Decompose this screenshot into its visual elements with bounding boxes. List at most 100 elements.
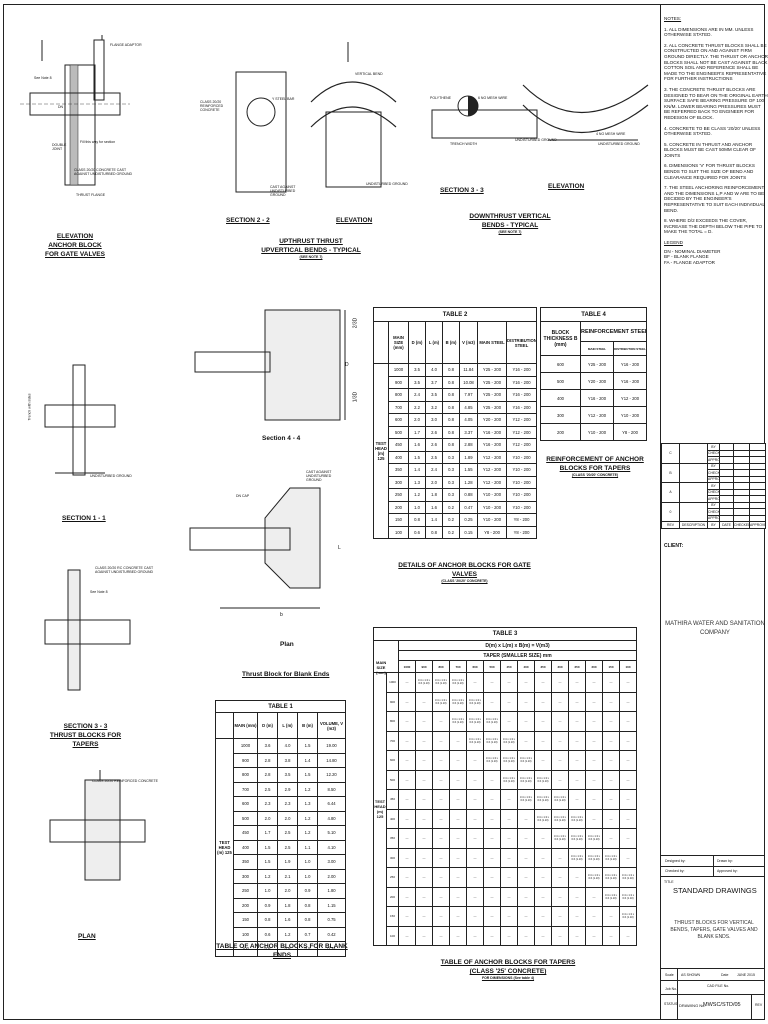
title-block: Designed by: Drawn by: Checked by: Appro… bbox=[661, 855, 765, 1019]
table-row: 900——3.4 x 1.3 x 0.6 (1.10)3.4 x 1.3 x 0… bbox=[374, 691, 638, 712]
table-cell: — bbox=[551, 711, 569, 732]
table-cell: Y10 - 200 bbox=[505, 500, 538, 514]
table-cell: — bbox=[483, 789, 501, 810]
notes-panel: NOTES: 1. ALL DIMENSIONS ARE IN MM. UNLE… bbox=[664, 16, 768, 265]
tapers-plan-title: PLAN bbox=[78, 933, 96, 940]
table-cell: — bbox=[602, 672, 620, 693]
table-cell: — bbox=[449, 847, 467, 868]
table-cell: — bbox=[449, 925, 467, 946]
table-cell: — bbox=[483, 691, 501, 712]
drawing-no: MWSC/STD/05 bbox=[703, 1002, 741, 1008]
revision-description bbox=[679, 443, 708, 464]
table-row: 600—————3.4 x 1.3 x 0.6 (1.10)3.4 x 1.3 … bbox=[374, 750, 638, 771]
t2-h: DISTRIBUTION STEEL bbox=[505, 321, 538, 364]
table-cell: — bbox=[483, 847, 501, 868]
table-cell: 250 bbox=[233, 883, 258, 899]
table-cell: — bbox=[602, 711, 620, 732]
table-cell: — bbox=[466, 789, 484, 810]
upthrust-caption: UPTHRUST THRUST UPVERTICAL BENDS - TYPIC… bbox=[256, 237, 366, 259]
t3-taper-size: 150 bbox=[602, 660, 620, 673]
table-cell: — bbox=[432, 750, 450, 771]
table-cell: 3.4 x 1.3 x 0.6 (1.10) bbox=[534, 769, 552, 790]
table-cell: 2.8 bbox=[257, 767, 278, 783]
table-cell: — bbox=[517, 711, 535, 732]
table-cell: 700 bbox=[388, 400, 409, 414]
revision-letter: C bbox=[661, 443, 680, 464]
legend-heading: LEGEND bbox=[664, 240, 683, 245]
table-cell: 100 bbox=[388, 525, 409, 539]
table-cell: 1.55 bbox=[459, 463, 478, 477]
table-cell: — bbox=[432, 789, 450, 810]
table-cell: 2.0 bbox=[257, 810, 278, 826]
table-cell: 400 bbox=[233, 839, 258, 855]
table-cell: 3.00 bbox=[316, 854, 347, 870]
table-cell: 1.4 bbox=[297, 752, 318, 768]
table-cell: — bbox=[568, 867, 586, 888]
table-cell: — bbox=[500, 789, 518, 810]
table-cell: 3.4 x 1.3 x 0.6 (1.10) bbox=[568, 847, 586, 868]
revision-row: CHECKED bbox=[662, 508, 766, 516]
table-cell: — bbox=[466, 808, 484, 829]
table-cell: Y16 - 200 bbox=[580, 389, 614, 407]
t3-main-size: 150 bbox=[386, 906, 399, 927]
table-cell: 600 bbox=[388, 413, 409, 427]
caption-sub: (CLASS '20/20' CONCRETE) bbox=[441, 579, 488, 583]
table-cell: — bbox=[618, 789, 638, 810]
table-cell: — bbox=[585, 886, 603, 907]
table-cell: — bbox=[466, 750, 484, 771]
table-cell: — bbox=[432, 906, 450, 927]
table-cell: 3.4 x 1.3 x 0.6 (1.10) bbox=[500, 769, 518, 790]
table-cell: — bbox=[585, 730, 603, 751]
dim-2-3d: 2/3D bbox=[352, 317, 359, 329]
label-vertical-bend: VERTICAL BEND bbox=[355, 72, 383, 76]
table-cell: — bbox=[449, 808, 467, 829]
drawing-title: STANDARD DRAWINGS bbox=[673, 886, 757, 895]
t3-subtitle: D(m) x L(m) x B(m) = V(m3) bbox=[397, 640, 638, 651]
table-cell: 0.3 bbox=[442, 488, 460, 502]
table-cell: — bbox=[483, 867, 501, 888]
table-cell: 250 bbox=[388, 488, 409, 502]
table-cell: — bbox=[602, 906, 620, 927]
table-cell: — bbox=[432, 925, 450, 946]
table-cell: 1.0 bbox=[297, 854, 318, 870]
table-cell: — bbox=[551, 769, 569, 790]
table-cell: 500 bbox=[388, 425, 409, 439]
table-cell: 900 bbox=[388, 375, 409, 389]
table-cell: — bbox=[500, 925, 518, 946]
table-cell: — bbox=[500, 711, 518, 732]
table-cell: 1.4 bbox=[408, 463, 426, 477]
caption-line: TABLE OF ANCHOR BLOCKS FOR TAPERS bbox=[440, 959, 576, 966]
t3-taper-size: 400 bbox=[517, 660, 535, 673]
table-cell: 3.5 bbox=[408, 375, 426, 389]
table-row: 200————————————3.4 x 1.3 x 0.6 (1.10)3.4… bbox=[374, 886, 638, 907]
caption-sub: FOR DIMENSIONS (See table 4) bbox=[481, 976, 535, 980]
t2-h: MAIN SIZE (mm) bbox=[388, 321, 409, 364]
table-cell: 3.4 x 1.3 x 0.6 (1.10) bbox=[517, 789, 535, 810]
table-cell: — bbox=[500, 808, 518, 829]
t4-h: DISTRIBUTION STEEL bbox=[612, 341, 648, 356]
table-cell: — bbox=[415, 691, 433, 712]
table-cell: — bbox=[618, 925, 638, 946]
t3-taper-head: TAPER (SMALLER SIZE) mm bbox=[397, 650, 638, 661]
revision-header: CHECKED bbox=[733, 521, 750, 529]
table-cell: 1.6 bbox=[277, 912, 298, 928]
table-cell: 3.4 x 1.3 x 0.6 (1.10) bbox=[500, 750, 518, 771]
revision-description bbox=[679, 482, 708, 503]
gate-valve-caption: ELEVATION ANCHOR BLOCK FOR GATE VALVES bbox=[40, 232, 110, 259]
table-cell: — bbox=[398, 672, 416, 693]
table-cell: — bbox=[415, 711, 433, 732]
table-cell: 1.1 bbox=[297, 839, 318, 855]
table-cell: — bbox=[500, 672, 518, 693]
label-taper-concrete: CLASS 20/20 RC CONCRETE CAST AGAINST UND… bbox=[95, 566, 154, 574]
table-cell: Y16 - 200 bbox=[505, 400, 538, 414]
table-cell: — bbox=[551, 925, 569, 946]
dim-b: b bbox=[280, 612, 283, 618]
legend-item: FA - FLANGE ADAPTOR bbox=[664, 259, 715, 265]
table-cell: — bbox=[483, 828, 501, 849]
table-3: TABLE 3 D(m) x L(m) x B(m) = V(m3) TAPER… bbox=[372, 627, 638, 946]
t1-h: MAIN (mm) bbox=[233, 712, 258, 739]
table-cell: 800 bbox=[388, 388, 409, 402]
